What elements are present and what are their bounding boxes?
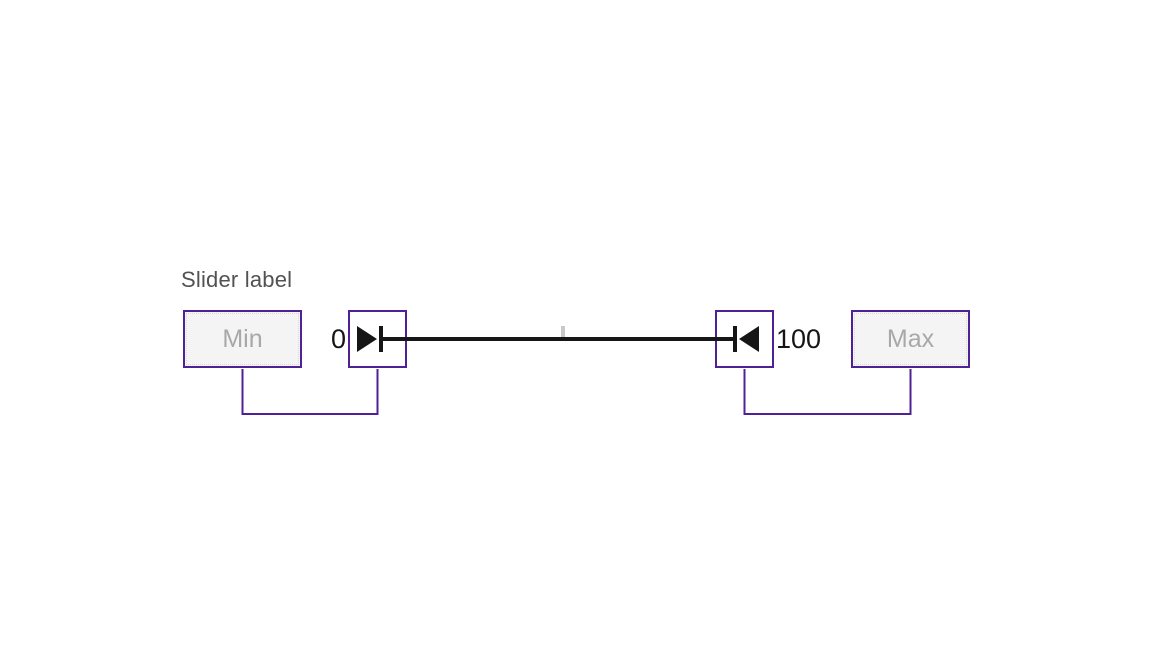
slider-track[interactable] — [381, 337, 737, 341]
slider-midpoint-tick-mark — [561, 326, 565, 337]
step-backward-icon — [733, 326, 759, 352]
max-input[interactable]: Max — [851, 310, 970, 368]
max-input-placeholder: Max — [886, 324, 935, 353]
min-input-placeholder: Min — [222, 324, 263, 353]
step-forward-icon — [357, 326, 383, 352]
slider-label: Slider label — [181, 267, 293, 292]
min-connector-line — [241, 369, 379, 415]
slider-min-value-label: 0 — [330, 323, 346, 354]
min-input[interactable]: Min — [183, 310, 302, 368]
max-connector-line — [743, 369, 912, 415]
slider-max-value-label: 100 — [776, 323, 822, 354]
